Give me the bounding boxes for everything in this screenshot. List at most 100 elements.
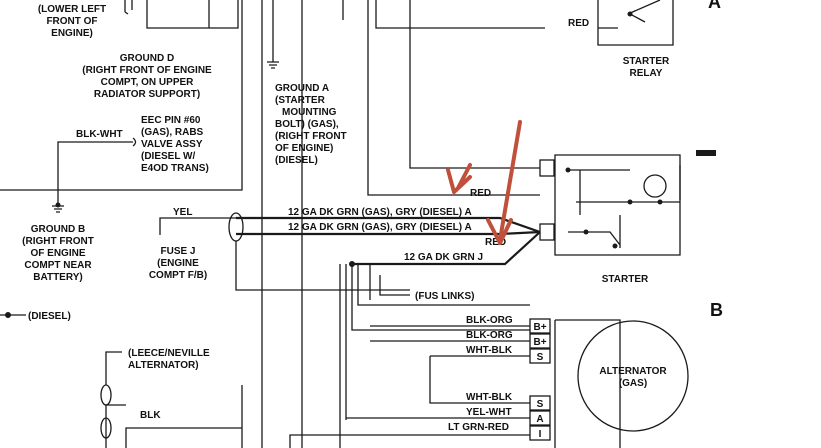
vertical-wires-left	[0, 0, 303, 448]
red-low-label: RED	[485, 237, 506, 248]
alternator-wire-labels: BLK-ORG BLK-ORG WHT-BLK WHT-BLK YEL-WHT …	[448, 315, 513, 433]
leece-line-1: (LEECE/NEVILLE	[128, 348, 210, 359]
starter-relay-line-1: STARTER	[623, 56, 670, 67]
ground-d-line-4: RADIATOR SUPPORT)	[94, 89, 200, 100]
blk-wht-label: BLK-WHT	[76, 129, 123, 140]
starter-node-2	[627, 199, 633, 205]
terminal-i	[529, 425, 551, 441]
starter-internal-wiring	[568, 165, 681, 248]
ground-a-label: GROUND A (STARTER MOUNTING BOLT) (GAS), …	[275, 83, 347, 166]
yel-label: YEL	[173, 207, 192, 218]
eec-pin-label: EEC PIN #60 (GAS), RABS VALVE ASSY (DIES…	[141, 115, 209, 174]
thick-wire-3	[352, 231, 541, 266]
starter-solenoid	[643, 174, 667, 198]
blk-org-1-label: BLK-ORG	[466, 315, 513, 326]
terminal-a-label: A	[536, 414, 543, 425]
red-mid-label: RED	[470, 188, 491, 199]
starter-label: STARTER	[602, 274, 649, 285]
starter-terminal-main	[539, 223, 555, 241]
lower-left-line-2: FRONT OF	[46, 16, 97, 27]
eec-connector	[132, 137, 137, 147]
eec-line-1: EEC PIN #60	[141, 115, 201, 126]
ground-b-label: GROUND B (RIGHT FRONT OF ENGINE COMPT NE…	[22, 224, 94, 283]
ground-b-title: GROUND B	[31, 224, 85, 235]
terminal-i-label: I	[539, 429, 542, 440]
leece-fuse-link-1	[100, 384, 112, 406]
ground-a-symbol	[267, 61, 279, 69]
alternator-subtitle: (GAS)	[619, 378, 647, 389]
lower-left-front-label: (LOWER LEFT FRONT OF ENGINE)	[38, 4, 106, 39]
ground-d-label: GROUND D (RIGHT FRONT OF ENGINE COMPT, O…	[82, 53, 212, 100]
ground-b-line-4: COMPT NEAR	[24, 260, 92, 271]
lower-left-line-3: ENGINE)	[51, 28, 93, 39]
eec-line-5: E4OD TRANS)	[141, 163, 209, 174]
alternator-terminals: B+ B+ S S A I	[529, 318, 551, 441]
ground-a-line-7: (DIESEL)	[275, 155, 318, 166]
ground-b-line-3: OF ENGINE	[30, 248, 85, 259]
starter-relay-line-2: RELAY	[630, 68, 663, 79]
fuse-j-line-2: (ENGINE	[157, 258, 199, 269]
starter-node-1	[565, 167, 571, 173]
alternator-title: ALTERNATOR	[599, 366, 667, 377]
ground-a-title: GROUND A	[275, 83, 329, 94]
starter-box	[554, 154, 681, 256]
ground-b-line-5: BATTERY)	[33, 272, 82, 283]
red-top-label: RED	[568, 18, 589, 29]
alternator-symbol	[577, 320, 689, 432]
ground-d-line-3: COMPT, ON UPPER	[101, 77, 195, 88]
blk-wht-wire	[57, 141, 133, 205]
alternator-feed-wires	[339, 264, 530, 448]
terminal-b-plus-1-label: B+	[533, 322, 546, 333]
connector-dash	[696, 150, 716, 156]
starter-relay-box	[597, 0, 674, 46]
section-b-label: B	[710, 300, 723, 320]
starter-node-3	[657, 199, 663, 205]
fus-link-wires	[369, 264, 410, 300]
ground-b-node	[55, 202, 61, 208]
alternator-wires	[289, 325, 530, 448]
lt-grn-red-label: LT GRN-RED	[448, 422, 509, 433]
terminal-s-1-label: S	[537, 352, 544, 363]
starter-terminal-top	[539, 159, 555, 177]
ground-d-tick	[124, 11, 129, 15]
diesel-label: (DIESEL)	[28, 311, 71, 322]
terminal-s-2-label: S	[537, 399, 544, 410]
ground-a-line-3: MOUNTING	[282, 107, 337, 118]
wht-blk-1-label: WHT-BLK	[466, 345, 513, 356]
leece-wires	[105, 351, 242, 448]
relay-node	[627, 11, 633, 17]
starter-relay-label: STARTER RELAY	[623, 56, 670, 79]
blk-org-2-label: BLK-ORG	[466, 330, 513, 341]
ground-d-line-2: (RIGHT FRONT OF ENGINE	[82, 65, 212, 76]
blk-label: BLK	[140, 410, 161, 421]
starter-relay-contacts	[598, 0, 661, 29]
wire-3-label: 12 GA DK GRN J	[404, 252, 483, 263]
diesel-node	[5, 312, 11, 318]
leece-fuse-link-2	[100, 417, 112, 439]
wire-2-label: 12 GA DK GRN (GAS), GRY (DIESEL) A	[288, 222, 472, 233]
annotation-arrow-2-shaft	[498, 120, 522, 242]
eec-line-4: (DIESEL W/	[141, 151, 195, 162]
ground-a-line-6: OF ENGINE)	[275, 143, 333, 154]
fuse-j-line-3: COMPT F/B)	[149, 270, 207, 281]
ground-b-line-2: (RIGHT FRONT	[22, 236, 94, 247]
leece-neville-label: (LEECE/NEVILLE ALTERNATOR)	[128, 348, 210, 371]
ground-a-line-2: (STARTER	[275, 95, 326, 106]
alternator-outline	[554, 319, 621, 448]
section-a-label: A	[708, 0, 721, 12]
wht-blk-2-label: WHT-BLK	[466, 392, 513, 403]
eec-line-2: (GAS), RABS	[141, 127, 204, 138]
starter-node-5	[612, 243, 618, 249]
ground-a-line-5: (RIGHT FRONT	[275, 131, 347, 142]
yel-wht-label: YEL-WHT	[466, 407, 512, 418]
ground-d-title: GROUND D	[120, 53, 174, 64]
starter-node-4	[583, 229, 589, 235]
fuse-j-label: FUSE J (ENGINE COMPT F/B)	[149, 246, 207, 281]
yel-wire	[159, 217, 236, 235]
relay-feed-wires	[342, 0, 545, 196]
thick-wire-1	[236, 216, 541, 234]
wire-1-label: 12 GA DK GRN (GAS), GRY (DIESEL) A	[288, 207, 472, 218]
leece-line-2: ALTERNATOR)	[128, 360, 199, 371]
junction-node	[349, 261, 355, 267]
